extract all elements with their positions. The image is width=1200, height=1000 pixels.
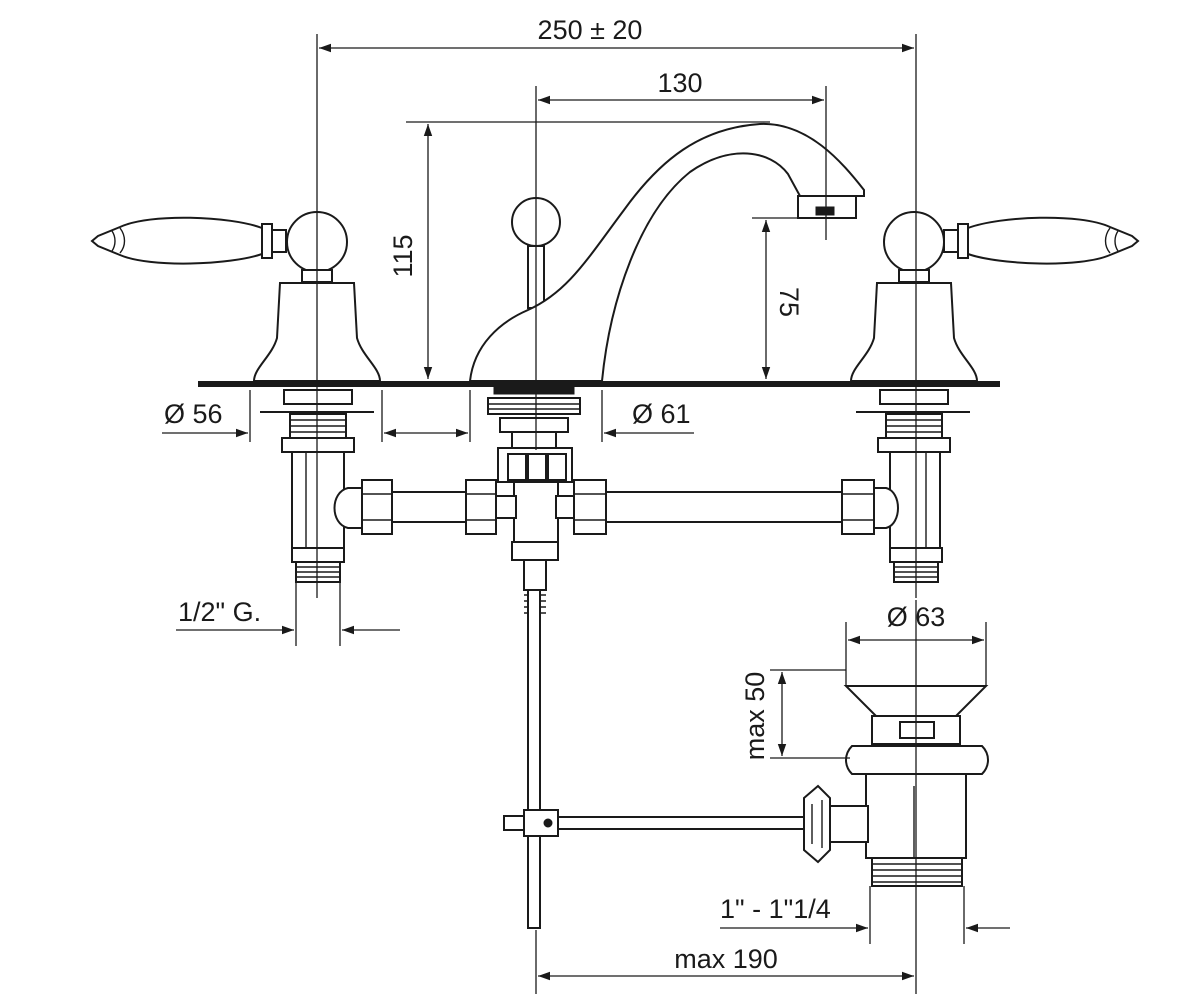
label-rod-length: max 190 bbox=[674, 944, 778, 974]
label-spout-height: 115 bbox=[388, 234, 418, 277]
label-inlet-thread: 1/2" G. bbox=[178, 597, 261, 627]
popup-waste bbox=[803, 685, 989, 887]
connecting-pipes bbox=[333, 447, 899, 561]
label-drain-top-diameter: Ø 63 bbox=[887, 602, 946, 632]
label-handle-diameter: Ø 56 bbox=[164, 399, 223, 429]
drain-rod bbox=[503, 559, 805, 929]
label-spout-reach: 130 bbox=[657, 68, 702, 98]
right-handle bbox=[849, 211, 1140, 583]
label-drain-thread: 1" - 1"1/4 bbox=[720, 894, 831, 924]
countertop-line bbox=[198, 381, 1000, 387]
label-spout-diameter: Ø 61 bbox=[632, 399, 691, 429]
extension-lines bbox=[249, 34, 987, 994]
dimension-labels: 250 ± 20 130 115 75 Ø 56 Ø 61 1/2" G. Ø … bbox=[164, 15, 945, 974]
dimension-lines bbox=[162, 43, 1010, 981]
label-overall-width: 250 ± 20 bbox=[538, 15, 643, 45]
label-drain-flange-height: max 50 bbox=[740, 672, 770, 761]
label-outlet-height: 75 bbox=[774, 287, 804, 317]
spout bbox=[468, 122, 865, 449]
left-handle bbox=[90, 211, 382, 583]
